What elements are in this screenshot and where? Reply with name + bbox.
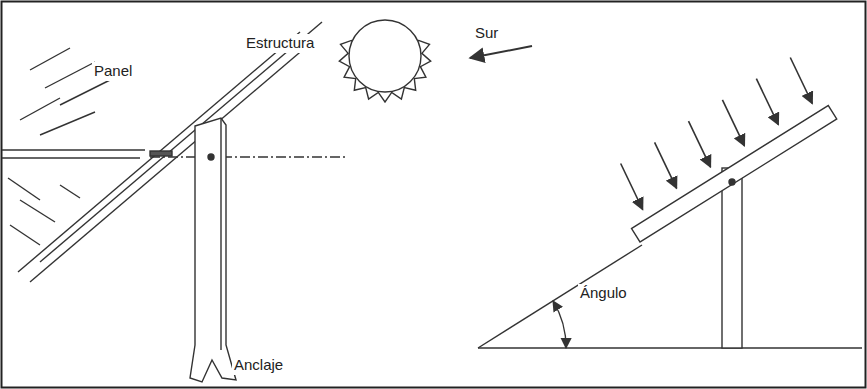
post	[190, 118, 236, 382]
hatch-stroke	[10, 225, 40, 245]
sun-ray-arrow	[655, 142, 677, 188]
sun-ray-arrow	[689, 121, 711, 167]
part-label: Estructura	[244, 34, 316, 53]
part-label: Sur	[473, 24, 500, 43]
structure-rail	[18, 32, 300, 272]
sun	[349, 20, 421, 92]
bolt	[150, 151, 172, 156]
axis-line	[150, 156, 345, 157]
pivot-hole	[208, 154, 214, 160]
hatch-stroke	[8, 178, 40, 200]
hatch-stroke	[45, 62, 95, 88]
structure-rail	[40, 22, 322, 262]
angle-arc	[553, 301, 566, 348]
post	[722, 168, 742, 348]
incline-line	[478, 245, 642, 348]
hatch-stroke	[60, 185, 80, 198]
part-label: Ángulo	[578, 284, 629, 303]
hatch-stroke	[40, 112, 95, 135]
south-arrow	[470, 46, 532, 58]
panel-edge	[2, 157, 140, 158]
sun-ray-arrow	[621, 164, 643, 210]
pivot-hole	[729, 179, 735, 185]
sun-ray-arrow	[722, 100, 744, 146]
hatch-stroke	[20, 200, 55, 222]
hatch-stroke	[60, 80, 110, 105]
orientation-scheme	[339, 20, 862, 348]
sun-ray-arrow	[790, 58, 812, 104]
post-edge	[220, 118, 221, 350]
ground	[478, 347, 862, 348]
hatch-stroke	[30, 48, 70, 70]
mount-detail	[2, 22, 345, 382]
part-label: Anclaje	[232, 356, 285, 375]
sun-ray-arrows	[621, 58, 813, 210]
structure-rail	[30, 42, 312, 282]
hatch-stroke	[20, 98, 60, 120]
panel-edge	[2, 149, 145, 150]
sun-ray-arrow	[756, 79, 778, 125]
part-label: Panel	[92, 62, 134, 81]
